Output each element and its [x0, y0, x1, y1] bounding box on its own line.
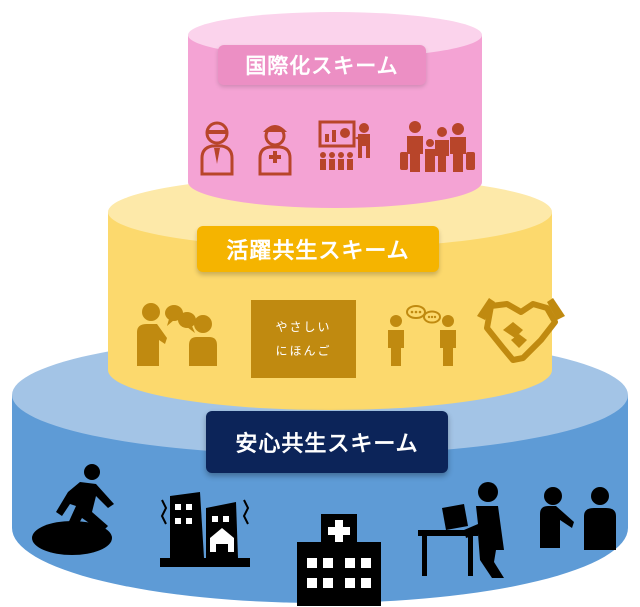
safety-coexistence-scheme-label: 安心共生スキーム [206, 411, 448, 473]
hospital-icon [297, 514, 381, 606]
conversation-people-icon [137, 303, 217, 366]
medical-worker-icon [258, 125, 292, 176]
international-scheme-label: 国際化スキーム [218, 45, 426, 85]
handshake-icon [477, 298, 565, 363]
student-desk-icon [418, 482, 504, 578]
easy-japanese-line2: にほんご [275, 344, 332, 358]
manhole-escape-icon [32, 464, 114, 555]
collapsing-buildings-icon [160, 492, 250, 567]
easy-japanese-line1: やさしい [275, 320, 332, 334]
bottom-tier-side [12, 395, 628, 603]
easy-japanese-box: やさしい にほんご [251, 300, 356, 378]
presentation-teacher-icon [318, 120, 370, 170]
consultation-icon [540, 487, 616, 550]
chatting-pair-icon [388, 305, 456, 366]
active-coexistence-scheme-label: 活躍共生スキーム [197, 226, 439, 272]
businessman-icon [200, 121, 234, 176]
family-travelers-icon [400, 121, 475, 172]
top-tier [188, 12, 482, 208]
